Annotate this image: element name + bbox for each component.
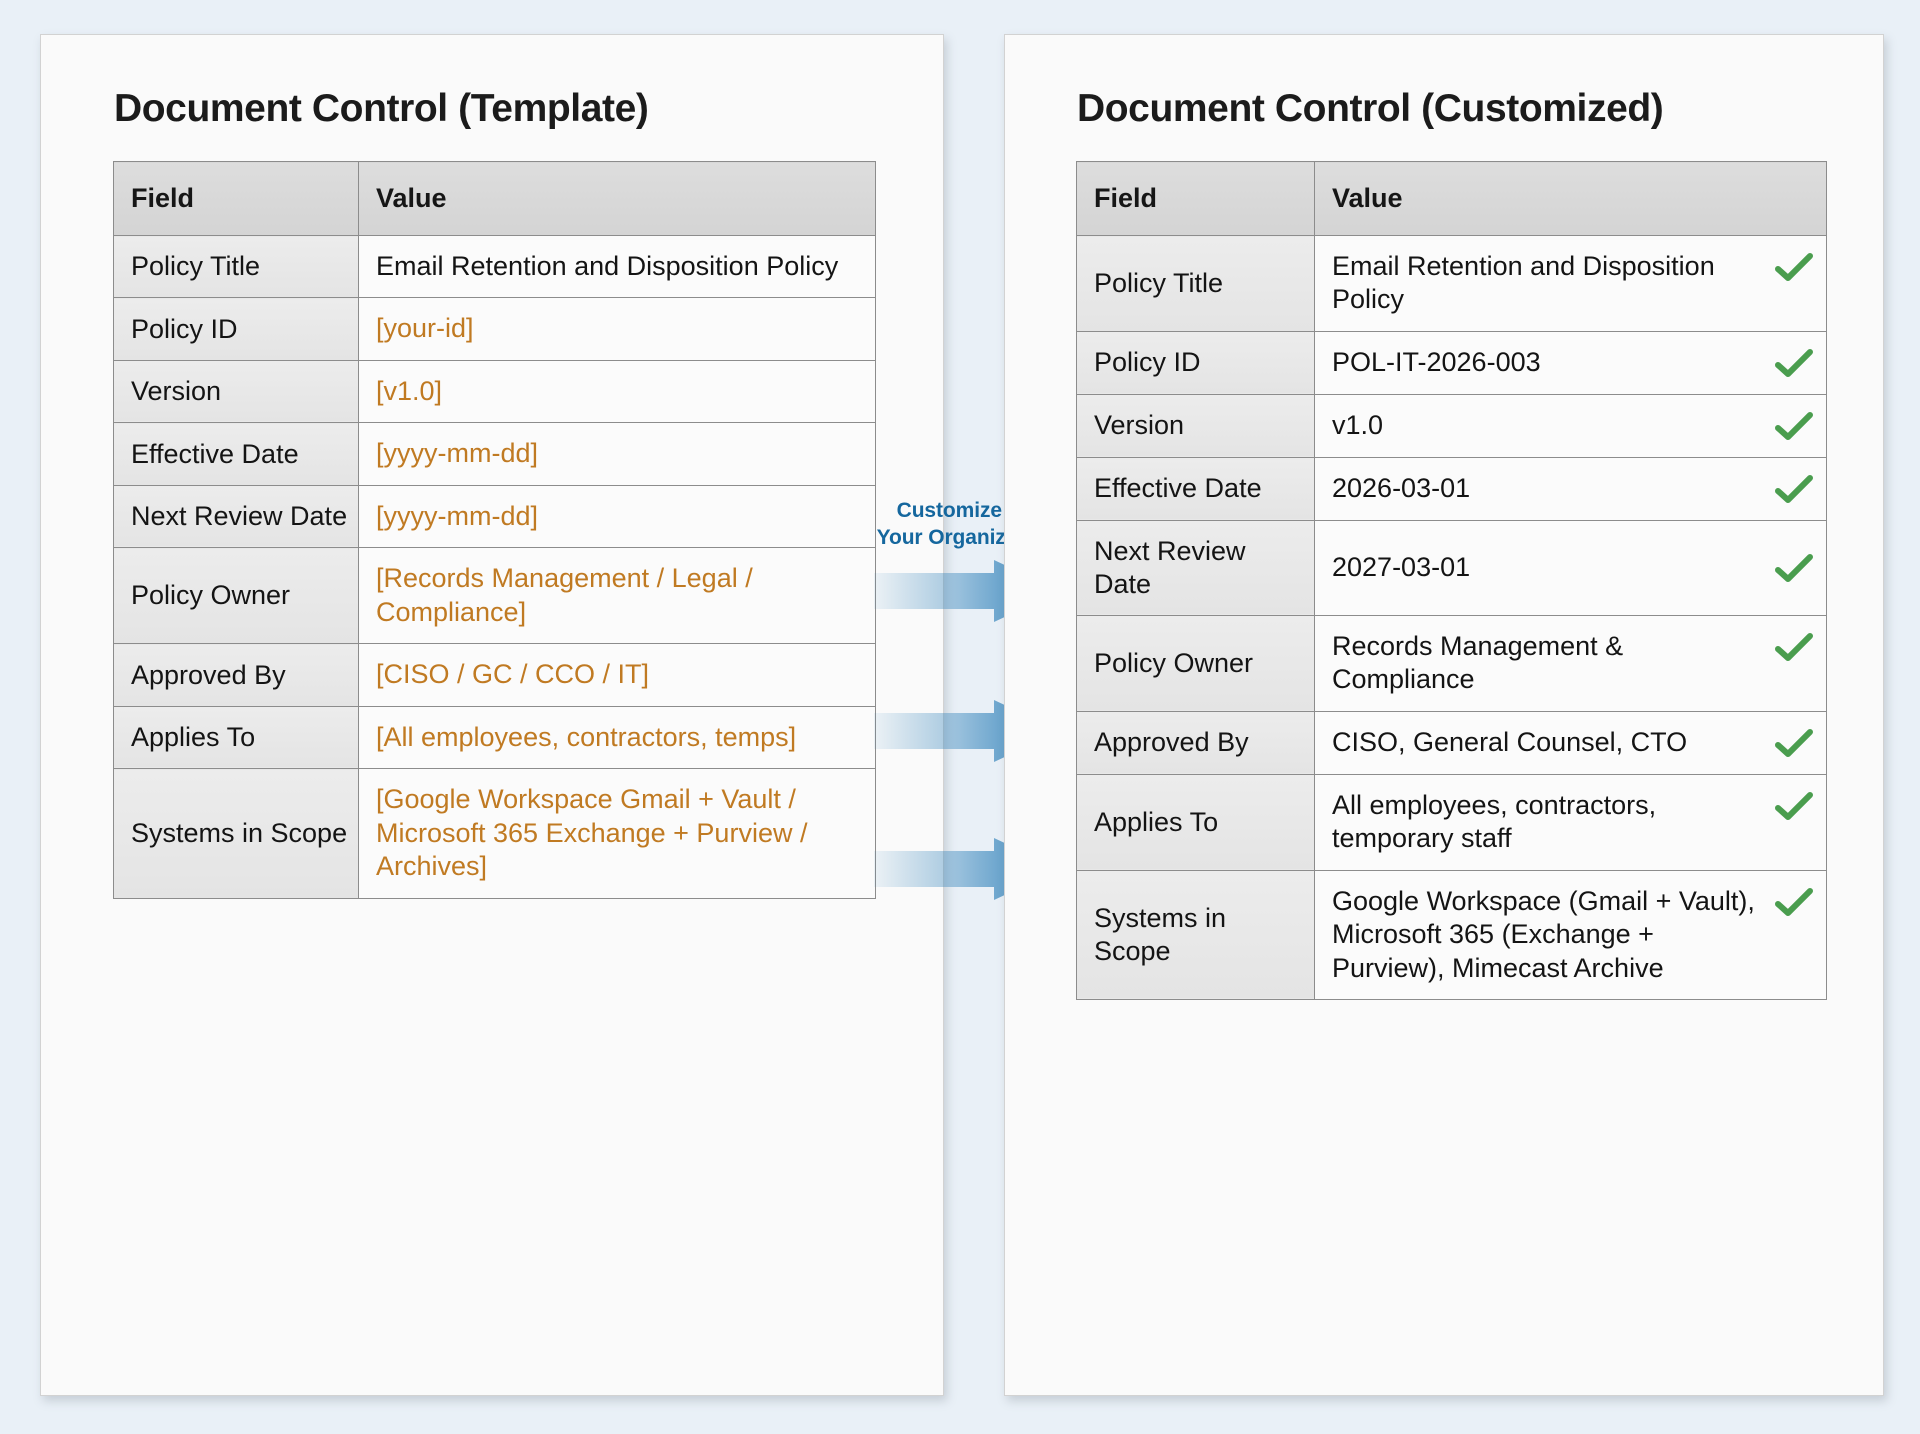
field-value: CISO, General Counsel, CTO <box>1332 726 1688 757</box>
table-row: Policy ID POL-IT-2026-003 <box>1076 330 1827 395</box>
template-panel: Document Control (Template) Field Value … <box>40 34 944 1396</box>
field-label: Approved By <box>113 643 359 707</box>
customized-panel: Document Control (Customized) Field Valu… <box>1004 34 1884 1396</box>
field-label: Next Review Date <box>1076 519 1315 616</box>
field-value: POL-IT-2026-003 <box>1332 346 1541 377</box>
field-value: 2027-03-01 <box>1332 551 1471 582</box>
table-header-row: Field Value <box>1076 161 1827 236</box>
field-value: Email Retention and Disposition Policy <box>1332 251 1715 315</box>
field-value-cell: POL-IT-2026-003 <box>1314 330 1827 395</box>
field-value-cell: Email Retention and Disposition Policy <box>1314 235 1827 332</box>
field-value: All employees, contractors, temporary st… <box>1332 789 1657 854</box>
field-label: Version <box>113 359 359 424</box>
table-row: Policy Owner[Records Management / Legal … <box>113 547 876 645</box>
placeholder-value: [your-id] <box>358 297 876 361</box>
field-label: Policy ID <box>1076 330 1315 395</box>
table-row: Version[v1.0] <box>113 359 876 424</box>
table-row: Policy Title Email Retention and Disposit… <box>1076 235 1827 332</box>
column-header-field: Field <box>1076 161 1315 236</box>
checkmark-icon <box>1774 887 1814 919</box>
checkmark-icon <box>1774 553 1814 585</box>
placeholder-value: [CISO / GC / CCO / IT] <box>358 643 876 707</box>
field-label: Version <box>1076 393 1315 458</box>
field-value-cell: Google Workspace (Gmail + Vault), Micros… <box>1314 869 1827 1001</box>
field-label: Approved By <box>1076 710 1315 775</box>
table-row: Policy Owner Records Management & Complia… <box>1076 614 1827 712</box>
field-label: Policy Title <box>113 234 359 299</box>
table-row: Systems in Scope[Google Workspace Gmail … <box>113 768 876 899</box>
checkmark-icon <box>1774 728 1814 760</box>
checkmark-icon <box>1774 632 1814 664</box>
table-row: Next Review Date[yyyy-mm-dd] <box>113 484 876 549</box>
field-label: Policy Owner <box>113 547 359 645</box>
table-header-row: Field Value <box>113 161 876 236</box>
placeholder-value: [Records Management / Legal / Compliance… <box>358 547 876 645</box>
field-value-cell: 2027-03-01 <box>1314 519 1827 616</box>
placeholder-value: [yyyy-mm-dd] <box>358 422 876 486</box>
checkmark-icon <box>1774 348 1814 380</box>
table-row: Approved By CISO, General Counsel, CTO <box>1076 710 1827 775</box>
table-row: Effective Date[yyyy-mm-dd] <box>113 422 876 486</box>
field-label: Effective Date <box>113 422 359 486</box>
column-header-field: Field <box>113 161 359 236</box>
table-row: Policy ID[your-id] <box>113 297 876 361</box>
table-row: Version v1.0 <box>1076 393 1827 458</box>
field-value: v1.0 <box>1332 409 1384 440</box>
field-label: Systems in Scope <box>113 768 359 899</box>
field-label: Policy Title <box>1076 235 1315 332</box>
field-value-cell: All employees, contractors, temporary st… <box>1314 773 1827 871</box>
field-label: Systems in Scope <box>1076 869 1315 1001</box>
table-row: Applies To[All employees, contractors, t… <box>113 705 876 770</box>
placeholder-value: [All employees, contractors, temps] <box>358 705 876 770</box>
customized-panel-title: Document Control (Customized) <box>1077 87 1664 130</box>
column-header-value: Value <box>358 161 876 236</box>
field-label: Applies To <box>1076 773 1315 871</box>
field-value-cell: 2026-03-01 <box>1314 456 1827 521</box>
field-value: Google Workspace (Gmail + Vault), Micros… <box>1332 885 1755 983</box>
table-row: Effective Date 2026-03-01 <box>1076 456 1827 521</box>
checkmark-icon <box>1774 252 1814 284</box>
template-panel-title: Document Control (Template) <box>114 87 649 130</box>
table-row: Approved By[CISO / GC / CCO / IT] <box>113 643 876 707</box>
field-label: Next Review Date <box>113 484 359 549</box>
field-value-cell: Records Management & Compliance <box>1314 614 1827 712</box>
customized-table: Field Value Policy Title Email Retention … <box>1076 161 1827 1001</box>
column-header-value: Value <box>1314 161 1827 236</box>
field-label: Policy ID <box>113 297 359 361</box>
table-row: Applies To All employees, contractors, te… <box>1076 773 1827 871</box>
field-value: Records Management & Compliance <box>1332 630 1624 695</box>
field-value: Email Retention and Disposition Policy <box>358 234 876 299</box>
field-value-cell: v1.0 <box>1314 393 1827 458</box>
placeholder-value: [yyyy-mm-dd] <box>358 484 876 549</box>
checkmark-icon <box>1774 791 1814 823</box>
field-label: Applies To <box>113 705 359 770</box>
checkmark-icon <box>1774 411 1814 443</box>
field-value: 2026-03-01 <box>1332 472 1471 503</box>
field-label: Policy Owner <box>1076 614 1315 712</box>
field-value-cell: CISO, General Counsel, CTO <box>1314 710 1827 775</box>
table-row: Next Review Date 2027-03-01 <box>1076 519 1827 616</box>
field-label: Effective Date <box>1076 456 1315 521</box>
placeholder-value: [v1.0] <box>358 359 876 424</box>
placeholder-value: [Google Workspace Gmail + Vault / Micros… <box>358 768 876 899</box>
checkmark-icon <box>1774 474 1814 506</box>
